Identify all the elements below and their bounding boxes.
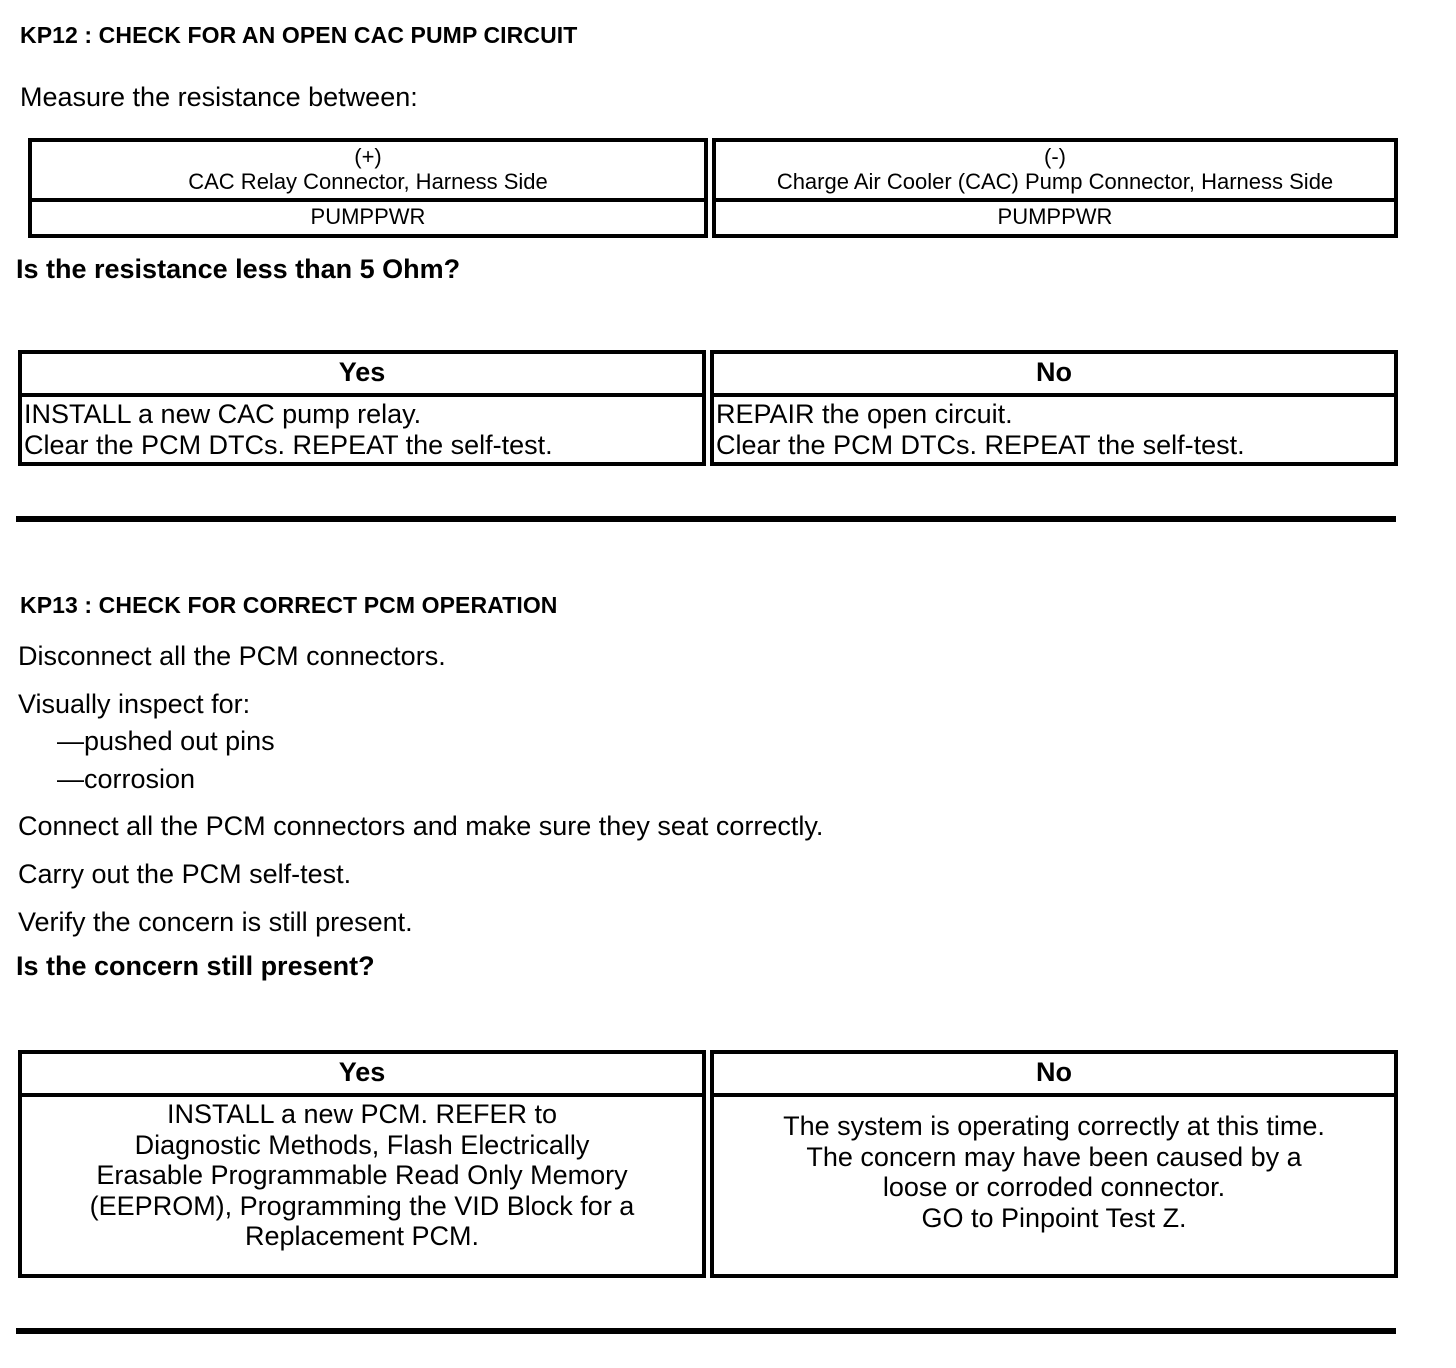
connector-label-negative: Charge Air Cooler (CAC) Pump Connector, … bbox=[776, 168, 1334, 194]
result-header-yes-kp12: Yes bbox=[22, 354, 702, 397]
polarity-label-positive: (+) bbox=[354, 144, 382, 169]
measurement-column-negative-header: (-) Charge Air Cooler (CAC) Pump Connect… bbox=[716, 142, 1394, 203]
result-column-yes-kp13: Yes INSTALL a new PCM. REFER to Diagnost… bbox=[18, 1050, 706, 1278]
result-header-no-kp12: No bbox=[714, 354, 1394, 397]
measurement-column-positive: (+) CAC Relay Connector, Harness Side PU… bbox=[28, 138, 708, 239]
result-no-kp12-line-1: REPAIR the open circuit. bbox=[716, 399, 1013, 429]
instruction-line-disconnect: Disconnect all the PCM connectors. bbox=[18, 641, 446, 671]
result-column-no-kp12: No REPAIR the open circuit. Clear the PC… bbox=[710, 350, 1398, 466]
result-no-kp13-line-2: The concern may have been caused by a bbox=[806, 1141, 1302, 1172]
result-header-no-kp13: No bbox=[714, 1054, 1394, 1097]
result-no-kp13-line-1: The system is operating correctly at thi… bbox=[783, 1111, 1325, 1141]
section-heading-kp12: KP12 : CHECK FOR AN OPEN CAC PUMP CIRCUI… bbox=[20, 22, 578, 48]
circuit-label-negative: PUMPPWR bbox=[997, 204, 1113, 230]
result-yes-kp13-line-3: Erasable Programmable Read Only Memory bbox=[96, 1160, 628, 1190]
section-divider-upper bbox=[16, 516, 1396, 522]
section-divider-lower bbox=[16, 1328, 1396, 1334]
instruction-line-visually-inspect: Visually inspect for: bbox=[18, 689, 251, 719]
result-no-kp13-line-3: loose or corroded connector. bbox=[882, 1172, 1226, 1202]
circuit-label-positive: PUMPPWR bbox=[310, 204, 426, 230]
result-yes-kp12-line-1: INSTALL a new CAC pump relay. bbox=[24, 399, 422, 429]
inspect-bullet-corrosion: —corrosion bbox=[57, 764, 196, 794]
polarity-label-negative: (-) bbox=[1044, 144, 1066, 169]
result-body-no-kp13: The system is operating correctly at thi… bbox=[714, 1097, 1394, 1237]
result-yes-kp12-line-2: Clear the PCM DTCs. REPEAT the self-test… bbox=[24, 429, 553, 460]
result-body-yes-kp12: INSTALL a new CAC pump relay. Clear the … bbox=[22, 397, 702, 464]
instruction-line-carry-out-selftest: Carry out the PCM self-test. bbox=[18, 859, 352, 889]
measurement-column-negative: (-) Charge Air Cooler (CAC) Pump Connect… bbox=[712, 138, 1398, 239]
instruction-line-measure: Measure the resistance between: bbox=[20, 82, 418, 112]
result-yes-kp13-line-5: Replacement PCM. bbox=[244, 1221, 480, 1251]
measurement-table: (+) CAC Relay Connector, Harness Side PU… bbox=[28, 138, 1398, 239]
result-column-no-kp13: No The system is operating correctly at … bbox=[710, 1050, 1398, 1278]
question-kp12: Is the resistance less than 5 Ohm? bbox=[16, 254, 461, 284]
result-no-kp12-line-2: Clear the PCM DTCs. REPEAT the self-test… bbox=[716, 429, 1245, 460]
connector-label-positive: CAC Relay Connector, Harness Side bbox=[188, 168, 548, 194]
result-yes-kp13-line-1: INSTALL a new PCM. REFER to bbox=[166, 1099, 558, 1129]
inspect-bullet-pushed-out-pins: —pushed out pins bbox=[57, 726, 275, 756]
result-column-yes-kp12: Yes INSTALL a new CAC pump relay. Clear … bbox=[18, 350, 706, 466]
result-body-yes-kp13: INSTALL a new PCM. REFER to Diagnostic M… bbox=[22, 1097, 702, 1256]
result-table-kp13: Yes INSTALL a new PCM. REFER to Diagnost… bbox=[18, 1050, 1398, 1278]
instruction-line-verify-concern: Verify the concern is still present. bbox=[18, 907, 413, 937]
section-heading-kp13: KP13 : CHECK FOR CORRECT PCM OPERATION bbox=[20, 592, 558, 618]
result-yes-kp13-line-2: Diagnostic Methods, Flash Electrically bbox=[134, 1129, 590, 1160]
result-yes-kp13-line-4: (EEPROM), Programming the VID Block for … bbox=[89, 1190, 635, 1221]
result-no-kp13-line-4: GO to Pinpoint Test Z. bbox=[921, 1202, 1187, 1233]
question-kp13: Is the concern still present? bbox=[16, 951, 375, 981]
result-table-kp12: Yes INSTALL a new CAC pump relay. Clear … bbox=[18, 350, 1398, 466]
result-body-no-kp12: REPAIR the open circuit. Clear the PCM D… bbox=[714, 397, 1394, 464]
result-header-yes-kp13: Yes bbox=[22, 1054, 702, 1097]
measurement-column-positive-header: (+) CAC Relay Connector, Harness Side bbox=[32, 142, 704, 203]
instruction-line-connect-all: Connect all the PCM connectors and make … bbox=[18, 811, 824, 841]
